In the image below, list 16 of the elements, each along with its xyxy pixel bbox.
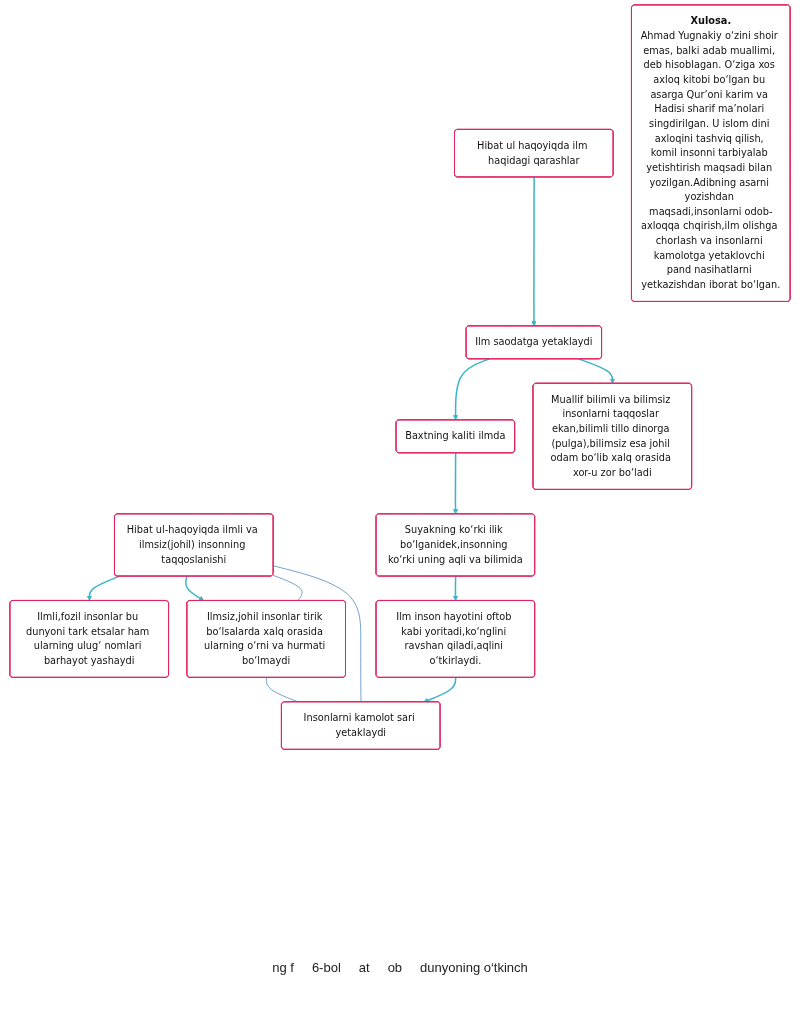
text-fragment: ng f [272, 960, 294, 975]
arrow [423, 676, 457, 703]
text-fragment: dunyoning o‘tkinch [420, 960, 528, 975]
connector [272, 574, 303, 602]
arrow [452, 575, 459, 601]
arrow [184, 575, 205, 601]
text-fragment: at [358, 960, 370, 975]
text-fragment: ob [387, 960, 403, 975]
arrow [531, 176, 537, 327]
arrow [578, 358, 616, 384]
text-fragment: 6-bol [311, 960, 341, 975]
flowchart-diagram: Hibat ul haqoyiqda ilm haqidagi qarashlar Ilm saodatga yetaklaydi Baxtning kaliti ilmda Muallif bilimli va bilimsiz insonlarni taqqoslar ekan,bilimli tillo dinorga (pulga),bilimsiz esa johil odam bo‘lib xalq orasida xor-u zor bo‘ladi Hibat ul-haqoyiqda ilmli va ilmsiz(johil) insonning taqqoslanishi Suyakning ko‘rki ilik bo‘lganidek,insonning ko‘rki uning aqli va bilimida Ilmli,fozil insonlar bu dunyoni tark etsalar ham ularning ulug‘ nomlari barhayot yashaydi Ilmsiz,johil insonlar tirik bo‘lsalarda xalq orasida ularning o‘rni va hurmati bo‘lmaydi Insonlarni kamolot sari yetaklaydi Ilm inson hayotini oftob kabi yoritadi,ko‘nglini ravshan qiladi,aqlini o‘tkirlaydi. Xulosa. Ahmad Yugnakiy o‘zini shoir emas, balki adab muallimi, deb hisoblagan. O‘ziga xos axloq kitobi bo‘lgan bu asarga Qur’oni karim va Hadisi sharif ma’nolari singdirilgan. U islom dini axloqini tashviq qilish, komil insonni tarbiyalab yetishtirish maqsadi bilan yozilgan.Adibning asarni yozishdan maqsadi,insonlarni odob-axloqqa chqirish,ilm olishga chorlash va insonlarni kamolotga yetaklovchi pand nasihatlarni yetkazishdan iborat bo‘lgan. [5, 0, 795, 755]
connector [273, 565, 362, 703]
arrow [86, 575, 120, 601]
arrow [452, 358, 490, 421]
arrow [452, 452, 459, 515]
